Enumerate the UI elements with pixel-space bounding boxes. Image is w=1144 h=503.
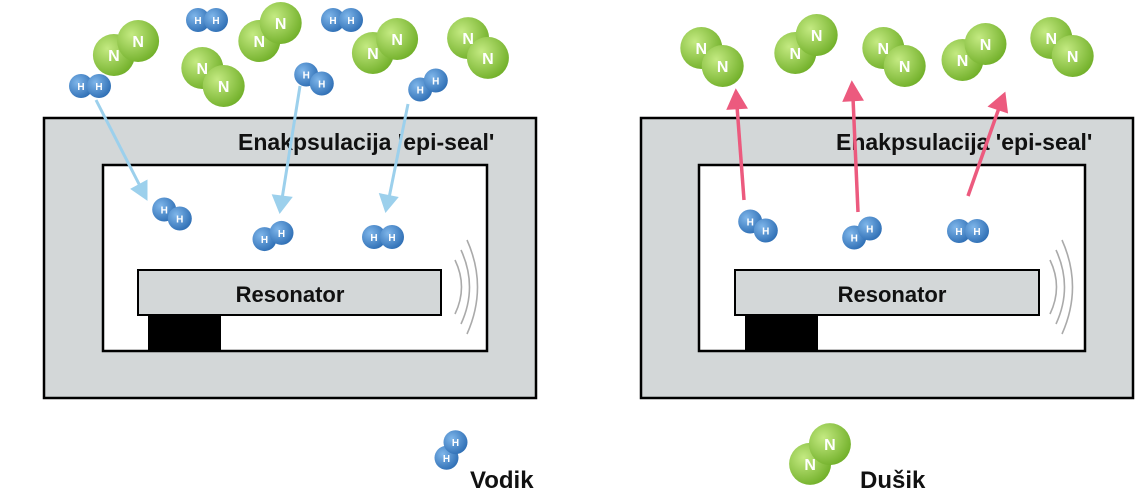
nitrogen-molecule-icon: NN — [238, 2, 302, 62]
nitrogen-molecule-icon: NN — [1030, 17, 1094, 77]
hydrogen-atom-label: H — [866, 225, 873, 236]
resonator-label: Resonator — [236, 282, 345, 307]
hydrogen-atom-label: H — [194, 16, 201, 27]
hydrogen-atom-label: H — [747, 218, 754, 229]
nitrogen-atom-label: N — [804, 457, 816, 474]
hydrogen-atom-label: H — [388, 233, 395, 244]
hydrogen-molecule-icon: HH — [408, 68, 448, 102]
nitrogen-atom-label: N — [790, 46, 802, 63]
nitrogen-atom-label: N — [275, 16, 287, 33]
nitrogen-atom-label: N — [878, 41, 890, 58]
arrow-up-icon — [726, 88, 748, 201]
vibration-waves-icon — [1049, 239, 1074, 335]
nitrogen-atom-label: N — [132, 34, 144, 51]
resonator-anchor — [148, 315, 221, 351]
nitrogen-atom-label: N — [254, 34, 266, 51]
hydrogen-atom-label: H — [443, 454, 450, 465]
hydrogen-atom-label: H — [318, 80, 325, 91]
hydrogen-atom-label: H — [973, 227, 980, 238]
arrow-down-icon — [94, 99, 148, 201]
hydrogen-atom-label: H — [261, 235, 268, 246]
arrow-down-icon — [271, 85, 302, 215]
resonator: Resonator — [137, 269, 442, 351]
nitrogen-molecule-icon: NN — [789, 423, 851, 485]
hydrogen-atom-label: H — [432, 77, 439, 88]
nitrogen-atom-label: N — [108, 48, 120, 65]
hydrogen-atom-label: H — [303, 71, 310, 82]
hydrogen-atom-label: H — [77, 82, 84, 93]
nitrogen-arrows — [726, 80, 1009, 213]
nitrogen-atom-label: N — [391, 32, 403, 49]
resonator-label: Resonator — [838, 282, 947, 307]
hydrogen-atom-label: H — [278, 229, 285, 240]
resonator-body — [137, 269, 442, 316]
hydrogen-molecule-icon: HH — [842, 216, 882, 250]
hydrogen-atom-label: H — [452, 438, 459, 449]
nitrogen-atom-label: N — [899, 59, 911, 76]
hydrogen-molecule-icon: HH — [434, 430, 468, 470]
nitrogen-atom-label: N — [462, 31, 474, 48]
arrow-up-icon — [842, 80, 864, 213]
encapsulation-label: Enakpsulacija 'epi-seal' — [238, 129, 494, 155]
hydrogen-arrows — [94, 85, 410, 215]
nitrogen-molecule-icon: NN — [351, 18, 419, 74]
nitrogen-molecule-icon: NN — [941, 23, 1007, 81]
hydrogen-atom-label: H — [851, 234, 858, 245]
nitrogen-atom-label: N — [717, 59, 729, 76]
nitrogen-molecule-icon: NN — [680, 27, 744, 87]
nitrogen-atom-label: N — [980, 37, 992, 54]
nitrogen-atom-label: N — [218, 79, 230, 96]
encapsulation-label: Enakpsulacija 'epi-seal' — [836, 129, 1092, 155]
hydrogen-atom-label: H — [212, 16, 219, 27]
nitrogen-molecule-icon: NN — [774, 14, 838, 74]
nitrogen-atom-label: N — [197, 61, 209, 78]
nitrogen-molecule-icon: NN — [181, 47, 245, 107]
hydrogen-atom-label: H — [955, 227, 962, 238]
legend-hydrogen-label: Vodik — [470, 467, 534, 494]
hydrogen-molecule-icon: HH — [152, 197, 192, 231]
resonator-anchor — [745, 315, 818, 351]
arrow-up-icon — [966, 91, 1009, 197]
encapsulation-shell — [42, 116, 538, 400]
arrow-down-icon — [378, 103, 410, 214]
vibration-waves-icon — [454, 239, 479, 335]
nitrogen-atom-label: N — [957, 53, 969, 70]
legend: Vodik Dušik — [470, 467, 926, 494]
nitrogen-atom-label: N — [696, 41, 708, 58]
nitrogen-atom-label: N — [1046, 31, 1058, 48]
nitrogen-atom-label: N — [482, 51, 494, 68]
hydrogen-panel: Enakpsulacija 'epi-seal' Resonator — [42, 85, 538, 400]
hydrogen-molecule-icon: HH — [738, 209, 778, 243]
hydrogen-atom-label: H — [95, 82, 102, 93]
hydrogen-atom-label: H — [176, 215, 183, 226]
nitrogen-molecule-icon: NN — [862, 27, 926, 87]
nitrogen-atom-label: N — [367, 46, 379, 63]
nitrogen-molecule-icon: NN — [92, 20, 160, 76]
nitrogen-atom-label: N — [811, 28, 823, 45]
hydrogen-molecule-icon: HH — [252, 220, 294, 252]
nitrogen-atom-label: N — [1067, 49, 1079, 66]
hydrogen-atom-label: H — [762, 227, 769, 238]
nitrogen-panel: Enakpsulacija 'epi-seal' Resonator — [639, 80, 1135, 400]
hydrogen-molecule-icon: HH — [294, 62, 334, 96]
hydrogen-atom-label: H — [329, 16, 336, 27]
hydrogen-atom-label: H — [161, 206, 168, 217]
hydrogen-atom-label: H — [417, 86, 424, 97]
nitrogen-molecule-icon: NN — [447, 17, 509, 79]
resonator-body — [734, 269, 1040, 316]
nitrogen-atom-label: N — [824, 437, 836, 454]
resonator: Resonator — [734, 269, 1040, 351]
hydrogen-atom-label: H — [347, 16, 354, 27]
hydrogen-atom-label: H — [370, 233, 377, 244]
legend-nitrogen-label: Dušik — [860, 467, 926, 494]
